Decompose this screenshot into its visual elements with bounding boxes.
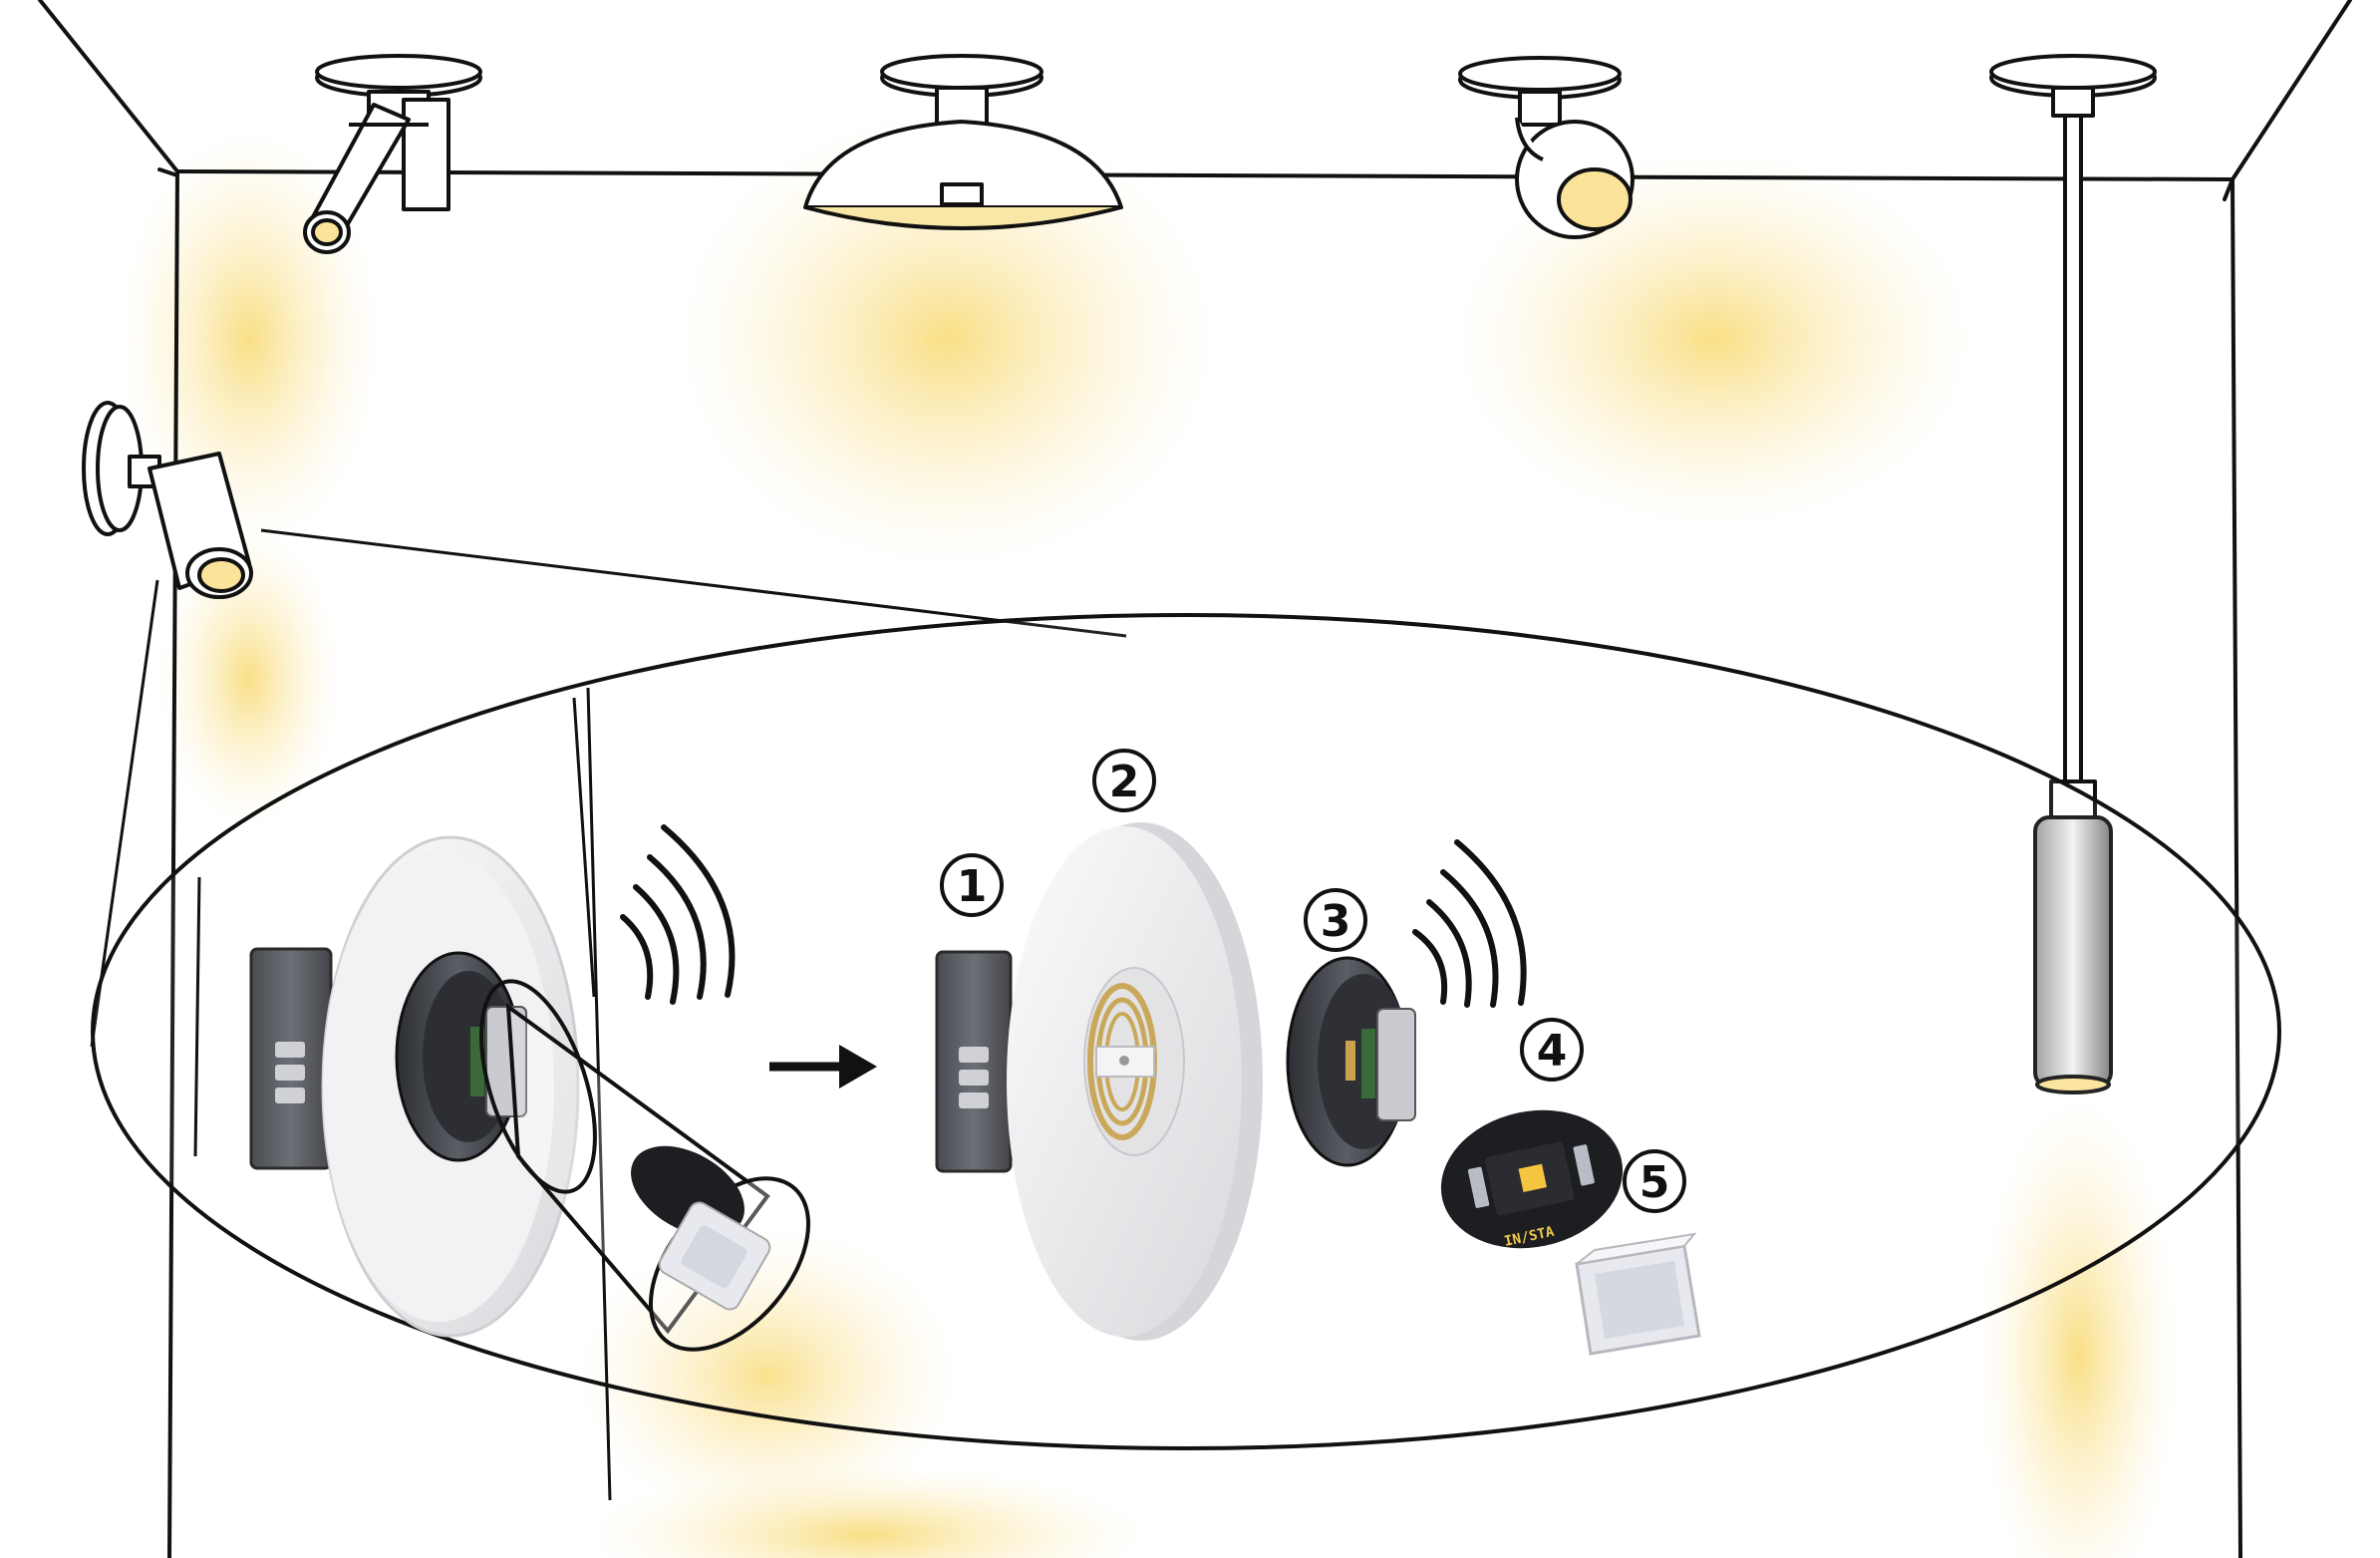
wall-spotlight-left: [82, 401, 253, 599]
callout-2: 2: [1092, 749, 1156, 812]
ceiling-dome-lamp: [803, 54, 1123, 230]
callout-2-number: 2: [1109, 757, 1140, 807]
callout-5-number: 5: [1639, 1157, 1670, 1208]
wireless-waves-icon: [620, 824, 736, 1005]
glow-pendant: [1978, 1096, 2178, 1558]
pendant-lamp: [1989, 54, 2157, 1094]
part-3-ring-module: [1286, 956, 1416, 1167]
callout-1-number: 1: [957, 861, 988, 912]
part-4-led-pcb: IN/STA: [1440, 1109, 1624, 1250]
glow-side-spot: [159, 528, 339, 827]
callout-5: 5: [1623, 1149, 1686, 1213]
glow-ball-spot: [1455, 150, 1973, 528]
callout-3: 3: [1304, 888, 1367, 952]
mounting-module-assembled: [249, 947, 333, 1170]
callout-4-number: 4: [1537, 1026, 1568, 1077]
light-glows: [120, 110, 2178, 1558]
glow-floor: [588, 1465, 1146, 1558]
callout-4: 4: [1520, 1018, 1584, 1082]
part-5-lens: [1575, 1232, 1701, 1356]
zoom-wall-edge: [193, 687, 612, 1501]
part-2-ceiling-disc: [1007, 822, 1263, 1341]
glow-dome-lamp: [678, 110, 1216, 568]
callout-1: 1: [940, 853, 1004, 917]
zoom-lines: [90, 528, 1127, 1048]
arrow-right-icon: [769, 1045, 877, 1089]
part-1-mounting-module: [935, 950, 1013, 1173]
callout-3-number: 3: [1321, 896, 1351, 947]
glow-exploded-lamp: [578, 1226, 957, 1525]
room-outline: [38, 0, 2352, 1558]
ceiling-ball-spotlight: [1458, 56, 1635, 239]
assembled-lamp: [249, 835, 811, 1352]
ceiling-spotlight-left: [303, 54, 482, 254]
wireless-waves-icon: [1412, 839, 1527, 1008]
